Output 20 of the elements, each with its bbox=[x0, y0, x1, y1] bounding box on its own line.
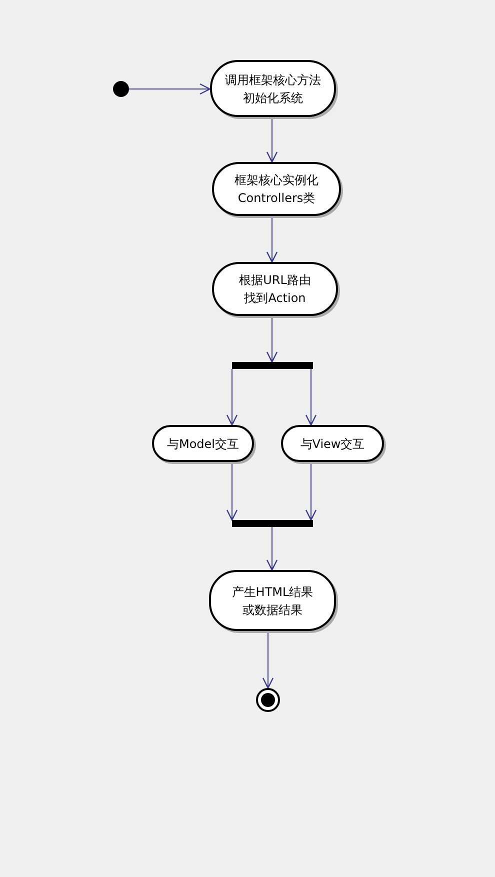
action-box: 与View交互 bbox=[281, 425, 384, 462]
arrow bbox=[226, 368, 238, 426]
action-box: 调用框架核心方法初始化系统 bbox=[210, 60, 336, 117]
arrow bbox=[128, 83, 211, 95]
arrow bbox=[266, 216, 278, 263]
start-circle bbox=[113, 81, 129, 97]
arrow bbox=[266, 116, 278, 163]
arrow bbox=[266, 316, 278, 363]
arrow bbox=[305, 462, 317, 521]
action-box: 产生HTML结果或数据结果 bbox=[209, 570, 336, 631]
arrow bbox=[262, 630, 274, 689]
arrow bbox=[226, 462, 238, 521]
arrow bbox=[305, 368, 317, 426]
arrow bbox=[266, 526, 278, 571]
sync-bar bbox=[232, 520, 313, 527]
end-circle bbox=[256, 688, 280, 712]
action-box: 根据URL路由找到Action bbox=[212, 262, 338, 316]
action-box: 与Model交互 bbox=[152, 425, 254, 462]
sync-bar bbox=[232, 362, 313, 369]
action-box: 框架核心实例化Controllers类 bbox=[212, 162, 341, 216]
